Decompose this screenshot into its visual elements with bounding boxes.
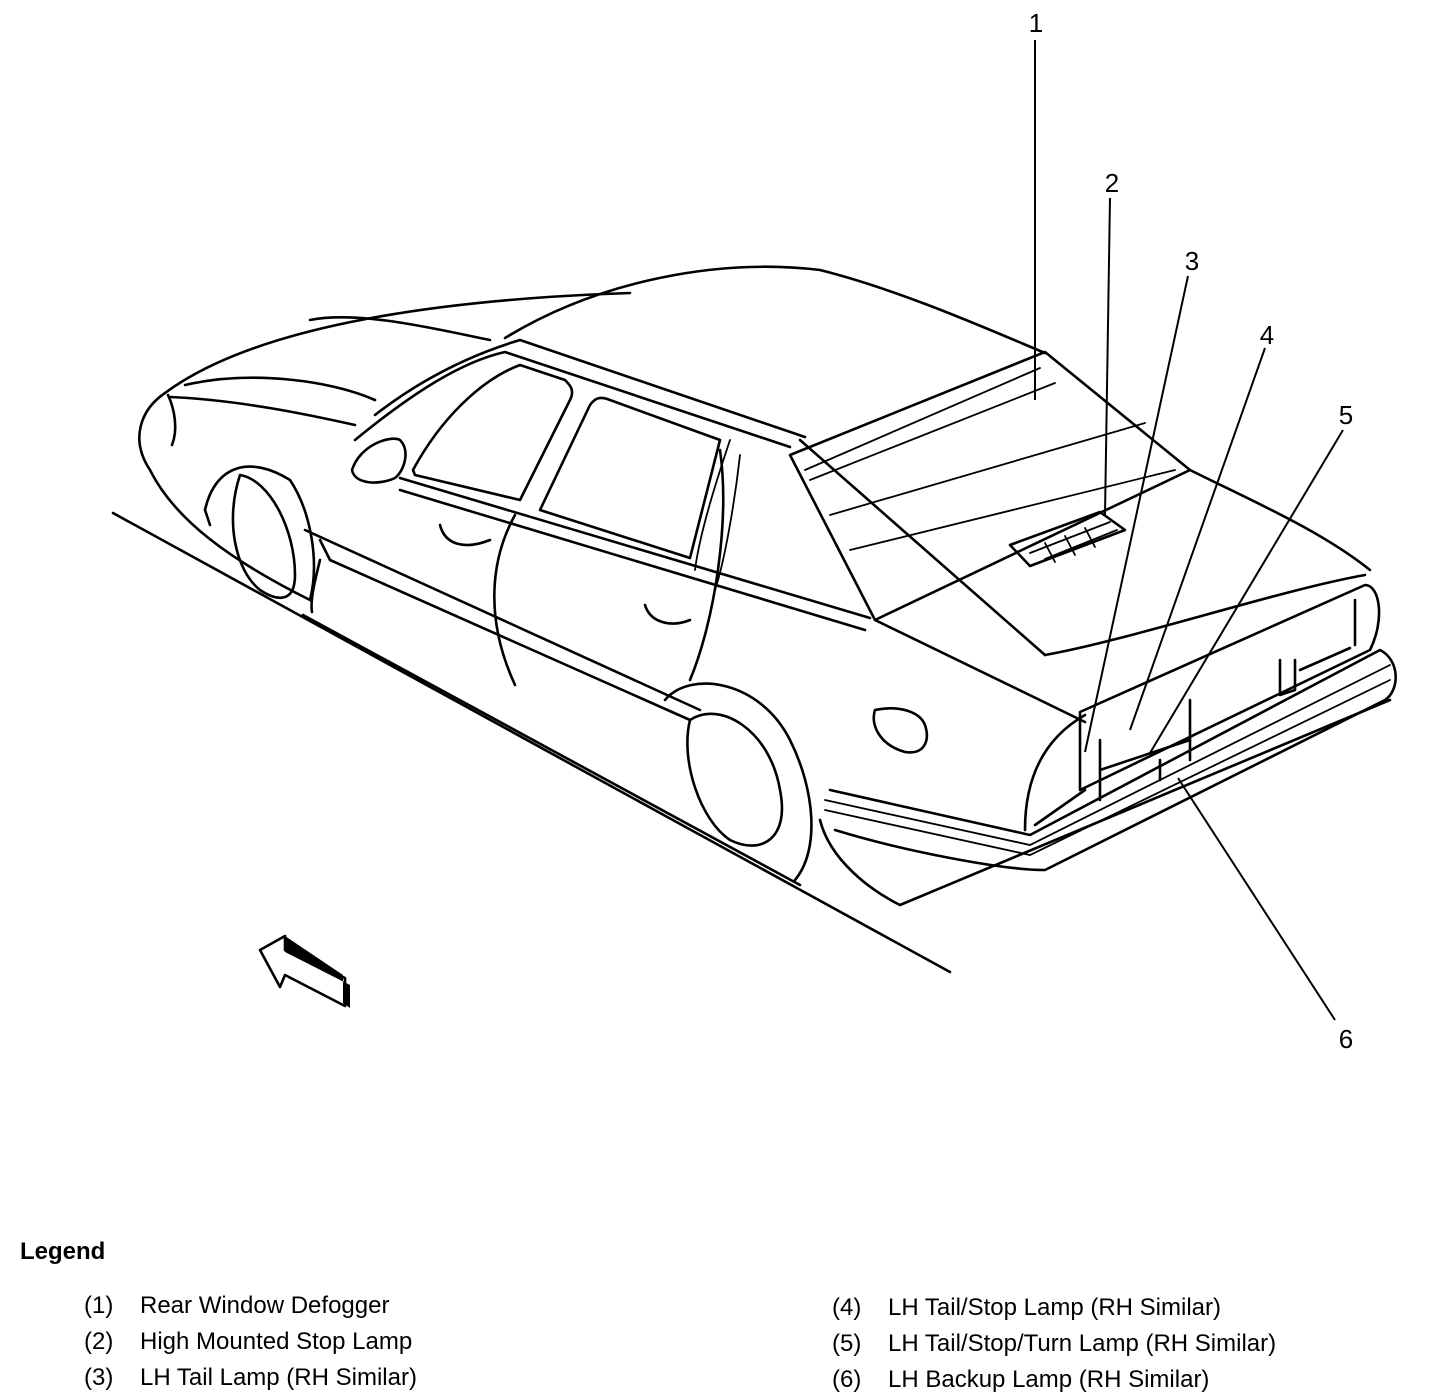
legend-item: (4) LH Tail/Stop Lamp (RH Similar) [832, 1290, 1276, 1326]
legend-item: (6) LH Backup Lamp (RH Similar) [832, 1362, 1276, 1398]
legend-item-number: (6) [832, 1366, 862, 1393]
legend-item-number: (5) [832, 1330, 862, 1357]
legend-item-text: LH Tail/Stop Lamp (RH Similar) [888, 1294, 1221, 1321]
ground-lines [111, 511, 952, 974]
legend-column-right: (4) LH Tail/Stop Lamp (RH Similar) (5) L… [832, 1290, 1276, 1398]
legend-item-text: LH Backup Lamp (RH Similar) [888, 1366, 1210, 1393]
legend-item-number: (4) [832, 1294, 862, 1321]
legend-item-text: Rear Window Defogger [140, 1292, 390, 1319]
legend-item-number: (3) [84, 1364, 114, 1391]
callout-line-4 [1129, 347, 1266, 731]
callout-4: 4 [1260, 320, 1274, 350]
callout-line-6 [1177, 777, 1336, 1021]
legend-item-text: LH Tail/Stop/Turn Lamp (RH Similar) [888, 1330, 1277, 1357]
callout-numbers: 1 2 3 4 5 6 [1029, 8, 1353, 1054]
car-body [138, 265, 1397, 907]
callout-1: 1 [1029, 8, 1043, 38]
callout-6: 6 [1339, 1024, 1353, 1054]
callout-3: 3 [1185, 246, 1199, 276]
legend-item: (1) Rear Window Defogger [84, 1288, 417, 1324]
legend: Legend (1) Rear Window Defogger (2) High… [0, 1230, 1440, 1400]
legend-item-text: High Mounted Stop Lamp [140, 1328, 413, 1355]
legend-item-number: (1) [84, 1292, 114, 1319]
high-mounted-stop-lamp [1008, 510, 1127, 568]
callout-line-2 [1104, 197, 1111, 516]
legend-item-text: LH Tail Lamp (RH Similar) [140, 1364, 417, 1391]
legend-item: (3) LH Tail Lamp (RH Similar) [84, 1360, 417, 1396]
callout-line-3 [1084, 275, 1189, 753]
legend-title: Legend [20, 1238, 106, 1265]
callout-lines [1034, 40, 1344, 1021]
legend-item-number: (2) [84, 1328, 114, 1355]
legend-item: (2) High Mounted Stop Lamp [84, 1324, 417, 1360]
vehicle-diagram: 1 2 3 4 5 6 [111, 8, 1397, 1054]
callout-2: 2 [1105, 168, 1119, 198]
legend-item: (5) LH Tail/Stop/Turn Lamp (RH Similar) [832, 1326, 1276, 1362]
callout-line-5 [1149, 429, 1344, 754]
callout-5: 5 [1339, 400, 1353, 430]
front-arrow-icon [258, 934, 350, 1008]
legend-column-left: (1) Rear Window Defogger (2) High Mounte… [84, 1288, 417, 1396]
